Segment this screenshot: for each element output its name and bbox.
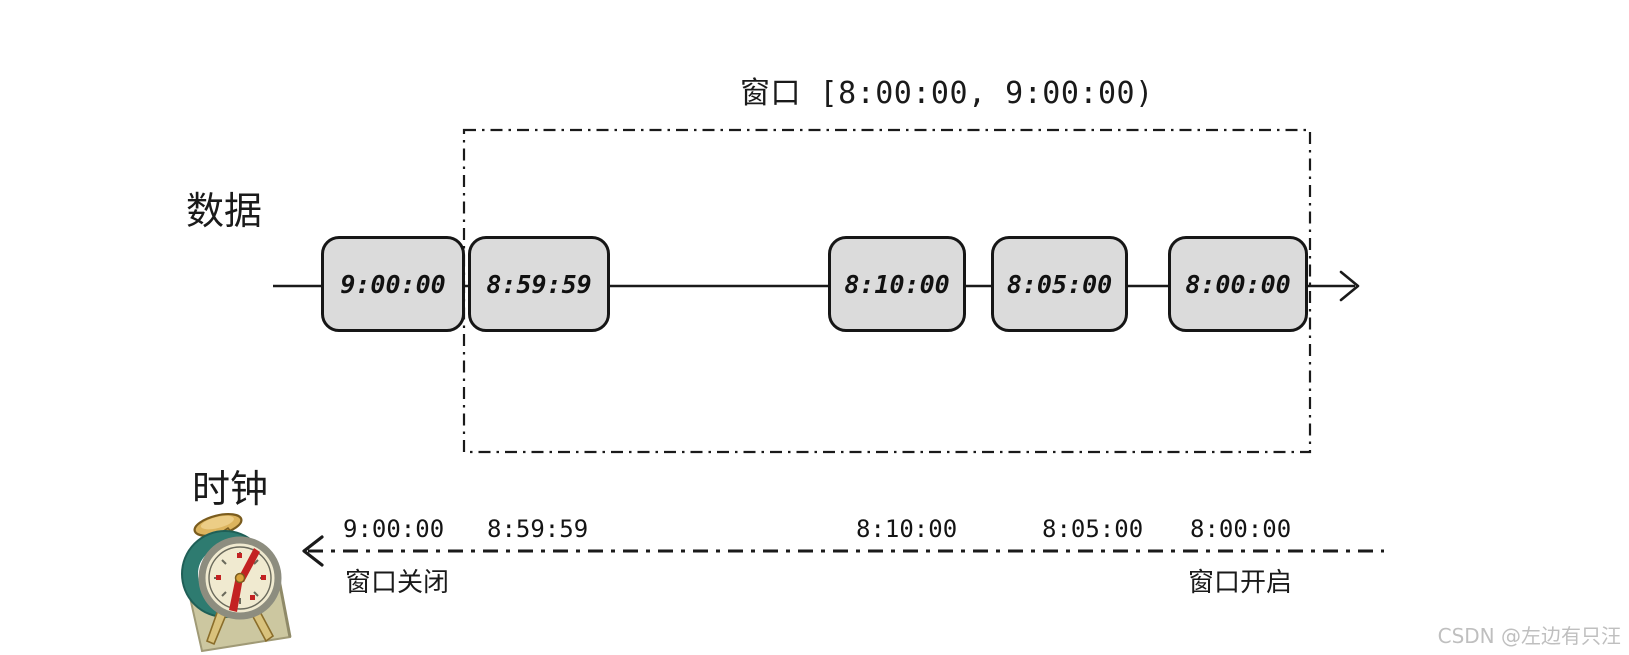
clock-tick-8-10-00: 8:10:00 [856,515,958,543]
window-close-caption: 窗口关闭 [345,568,450,598]
arrow-right-icon [1339,270,1360,302]
clock-minute-hand [237,548,260,582]
clock-tick-9-00-00: 9:00:00 [343,515,445,543]
arrow-left-icon [302,535,324,567]
clock-section-label: 时钟 [192,467,269,511]
window-open-caption: 窗口开启 [1188,568,1293,598]
clock-tick-8-59-59: 8:59:59 [487,515,589,543]
clock-tick-8-00-00: 8:00:00 [1190,515,1292,543]
clock-red-markers [216,553,266,600]
alarm-clock-icon [181,513,292,652]
data-section-label: 数据 [186,189,263,233]
clock-hour-hand [229,576,243,612]
event-box-8-05-00: 8:05:00 [991,236,1128,332]
clock-tick-8-05-00: 8:05:00 [1042,515,1144,543]
clock-center-pin [234,572,246,584]
watermark: CSDN @左边有只汪 [1437,624,1621,648]
event-box-8-10-00: 8:10:00 [828,236,966,332]
event-box-9-00-00: 9:00:00 [321,236,465,332]
event-box-8-00-00: 8:00:00 [1168,236,1308,332]
window-title: 窗口 [8:00:00, 9:00:00) [740,76,1154,111]
event-box-8-59-59: 8:59:59 [468,236,610,332]
